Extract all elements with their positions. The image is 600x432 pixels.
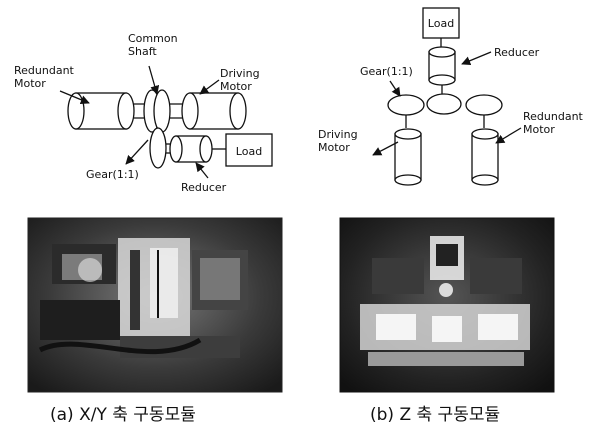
gear-b-right	[466, 95, 502, 115]
gear-label-b: Gear(1:1)	[360, 65, 413, 78]
reducer-label-a: Reducer	[181, 181, 227, 194]
load-label-b: Load	[428, 17, 454, 30]
arrow-reducer-b	[462, 52, 491, 64]
load-label-a: Load	[236, 145, 262, 158]
gear-b-left	[388, 95, 424, 115]
arrow-gear-b	[390, 81, 400, 96]
photo-xy-module	[28, 218, 282, 392]
arrow-driving-a	[200, 80, 219, 94]
reducer-cylinder	[170, 136, 212, 162]
driving-motor-cylinder	[182, 93, 246, 129]
gear-lower	[150, 128, 166, 168]
reducer-label-b: Reducer	[494, 46, 540, 59]
arrow-driving-b	[373, 142, 398, 155]
arrow-redundant-b	[496, 128, 521, 143]
caption-b: (b) Z 축 구동모듈	[370, 405, 500, 425]
reducer-cylinder-b	[429, 47, 455, 85]
redundant-motor-cylinder-b	[472, 129, 498, 185]
caption-a: (a) X/Y 축 구동모듈	[50, 405, 196, 425]
arrow-gear-a	[126, 140, 148, 164]
gear-b-center	[427, 94, 461, 114]
photo-z-module	[340, 218, 554, 392]
gear-label-a: Gear(1:1)	[86, 168, 139, 181]
driving-motor-cylinder-b	[395, 129, 421, 185]
gear-upper-right	[154, 90, 170, 132]
arrow-reducer-a	[196, 163, 208, 178]
